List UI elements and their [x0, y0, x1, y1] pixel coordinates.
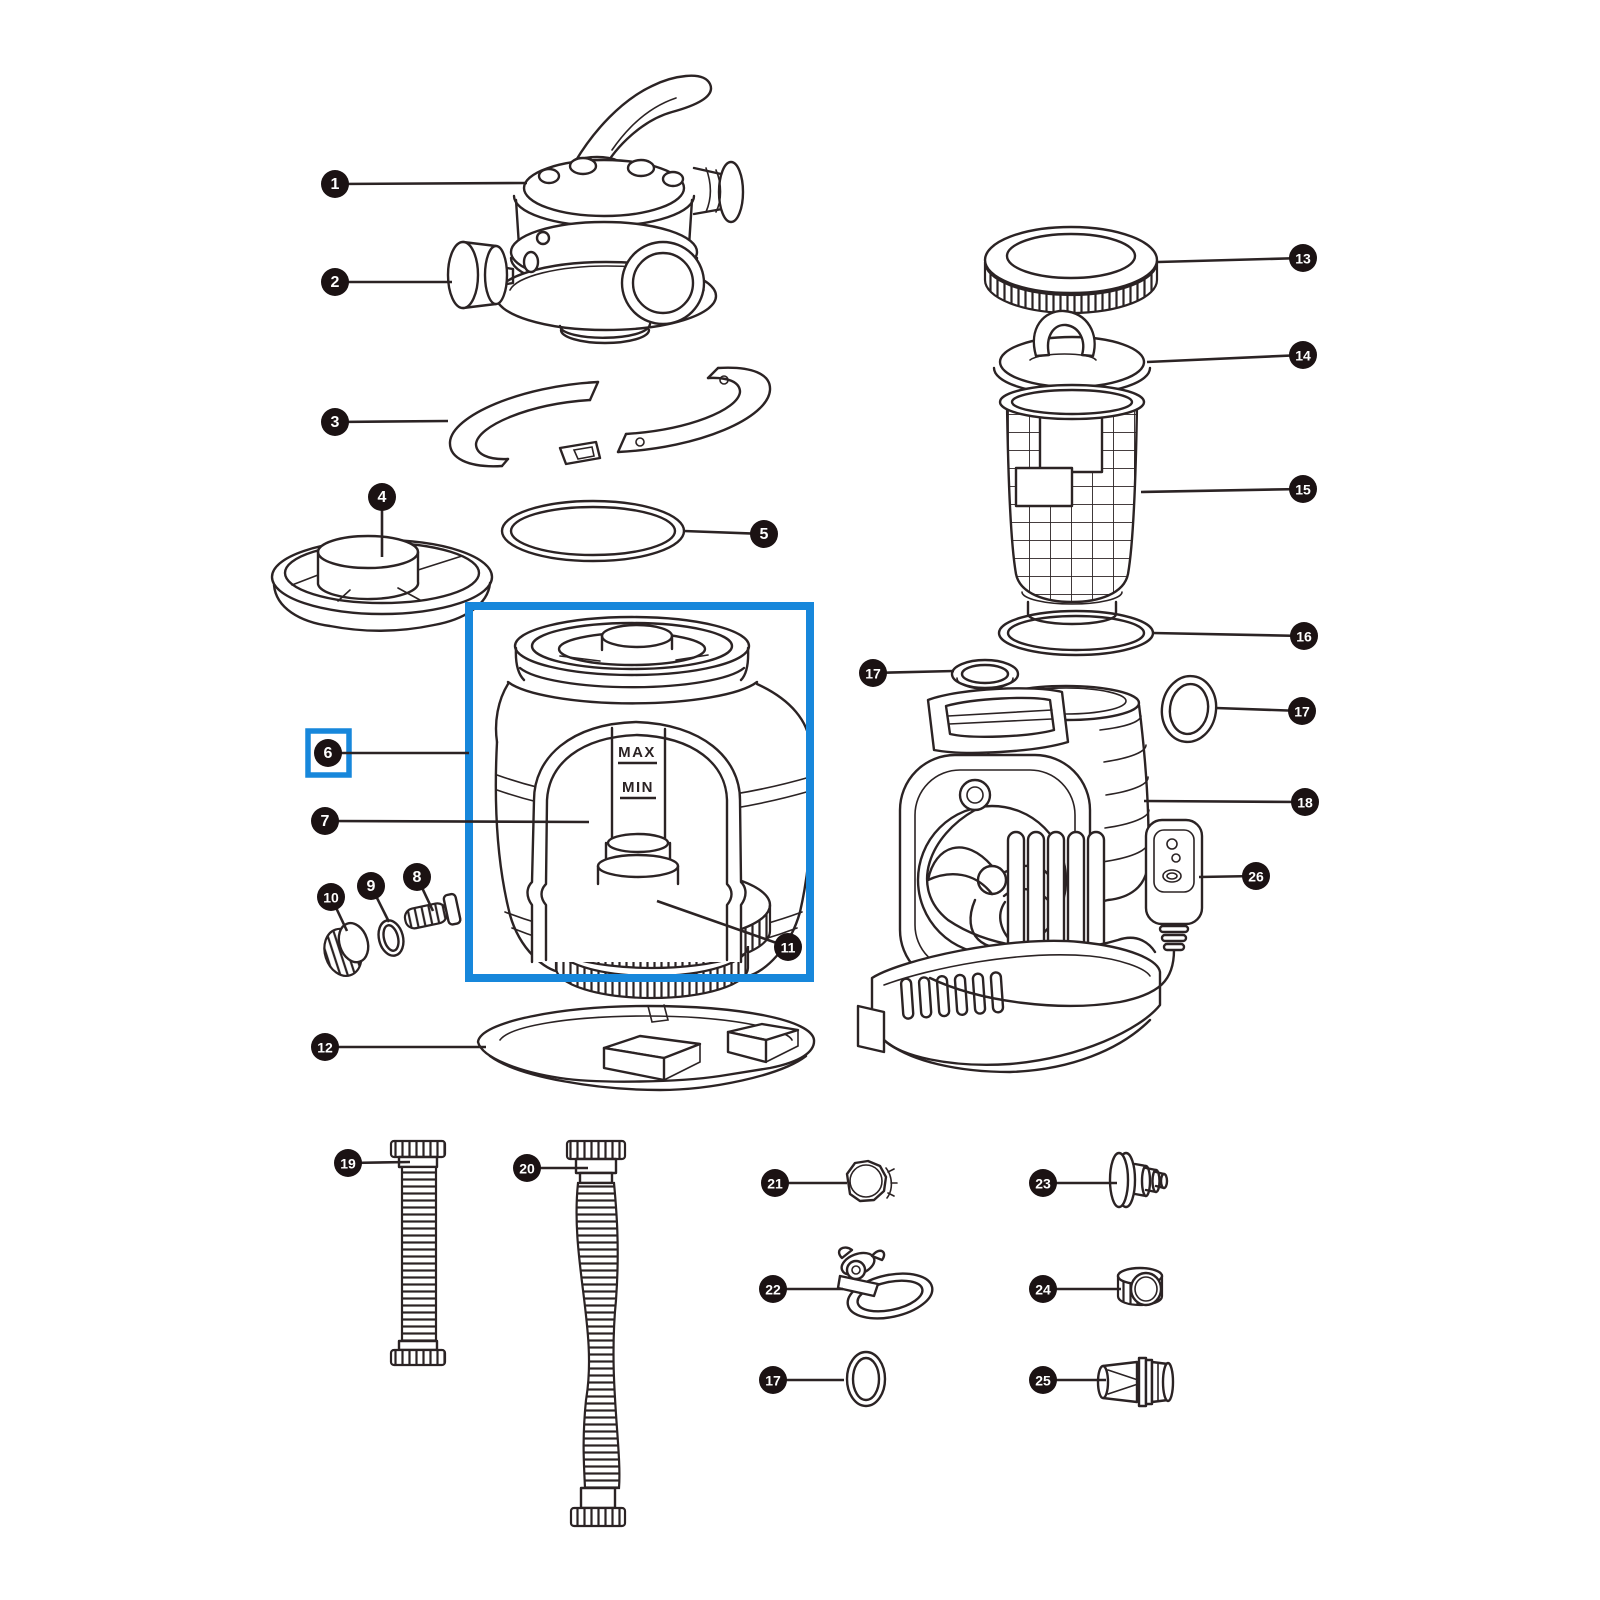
part-drawing-tank-oring — [997, 609, 1155, 657]
callout-number: 7 — [321, 813, 330, 830]
callout-badge-26[interactable]: 26 — [1242, 862, 1270, 890]
callout-badge-7[interactable]: 7 — [311, 807, 339, 835]
callout-number: 17 — [1294, 704, 1310, 720]
callout-number: 18 — [1297, 795, 1313, 811]
callout-number: 23 — [1035, 1176, 1051, 1192]
callout-number: 4 — [378, 489, 387, 506]
part-drawing-pump-base — [856, 939, 1162, 1074]
callout-number: 17 — [865, 666, 881, 682]
callout-number: 17 — [765, 1373, 781, 1389]
callout-number: 6 — [324, 745, 333, 762]
callout-badge-18[interactable]: 18 — [1291, 788, 1319, 816]
callout-number: 3 — [331, 414, 340, 431]
callout-badge-13[interactable]: 13 — [1289, 244, 1317, 272]
callout-number: 15 — [1295, 482, 1311, 498]
leader-line-18 — [1143, 799, 1306, 804]
leader-line-14 — [1146, 353, 1304, 364]
min-level-label: MIN — [622, 779, 654, 796]
part-drawing-filter-basket — [998, 383, 1146, 626]
callout-number: 11 — [781, 940, 796, 956]
leader-line-11 — [656, 899, 789, 949]
leader-line-17 — [1215, 706, 1303, 713]
callout-badge-17[interactable]: 17 — [1288, 697, 1316, 725]
callout-badge-21[interactable]: 21 — [761, 1169, 789, 1197]
part-drawing-pressure-relief-knob — [446, 240, 515, 310]
leader-line-7 — [324, 819, 590, 824]
callout-badge-15[interactable]: 15 — [1289, 475, 1317, 503]
callout-badge-5[interactable]: 5 — [750, 520, 778, 548]
leader-line-16 — [1152, 631, 1305, 638]
callout-badge-9[interactable]: 9 — [357, 872, 385, 900]
leader-line-13 — [1157, 256, 1304, 264]
callout-badge-22[interactable]: 22 — [759, 1275, 787, 1303]
part-drawing-hose-short — [389, 1139, 447, 1367]
callout-badge-19[interactable]: 19 — [334, 1149, 362, 1177]
part-drawing-inlet-cap — [845, 1159, 898, 1203]
part-drawing-strainer-connector — [1096, 1356, 1175, 1408]
callout-number: 26 — [1248, 869, 1264, 885]
callout-number: 9 — [367, 878, 376, 895]
callout-number: 12 — [317, 1040, 333, 1056]
max-level-label: MAX — [618, 744, 656, 761]
callout-badge-3[interactable]: 3 — [321, 408, 349, 436]
callout-badge-20[interactable]: 20 — [513, 1154, 541, 1182]
part-drawing-hose-clamp — [836, 1246, 934, 1320]
part-drawing-round-oring — [1160, 674, 1218, 744]
callout-number: 5 — [760, 526, 769, 543]
callout-number: 25 — [1035, 1373, 1051, 1389]
part-drawing-filter-tank: MAX MIN — [494, 615, 814, 1000]
callout-badge-4[interactable]: 4 — [368, 483, 396, 511]
leader-line-1 — [334, 181, 528, 186]
part-drawing-coupling-nut — [1116, 1266, 1164, 1307]
callout-badge-2[interactable]: 2 — [321, 268, 349, 296]
part-drawing-lock-ring — [983, 225, 1159, 315]
callout-badge-1[interactable]: 1 — [321, 170, 349, 198]
part-drawing-drain-plug-set — [323, 892, 462, 977]
part-drawing-gfci-power-plug — [928, 818, 1204, 1008]
callout-number: 8 — [413, 869, 422, 886]
callout-badge-12[interactable]: 12 — [311, 1033, 339, 1061]
part-drawing-base — [476, 1004, 816, 1092]
tank-selection-box[interactable] — [465, 602, 814, 982]
callout-badge-17[interactable]: 17 — [859, 659, 887, 687]
part-drawing-basket-lid — [992, 309, 1152, 396]
callout-badge-24[interactable]: 24 — [1029, 1275, 1057, 1303]
callout-number: 24 — [1035, 1282, 1051, 1298]
leader-line-15 — [1140, 487, 1304, 494]
part-drawing-flat-oring — [950, 658, 1020, 690]
part-drawing-hose-long — [565, 1139, 627, 1528]
callout-badge-25[interactable]: 25 — [1029, 1366, 1057, 1394]
part-drawing-lid-oring — [500, 499, 686, 563]
callout-badge-14[interactable]: 14 — [1289, 341, 1317, 369]
callout-badge-8[interactable]: 8 — [403, 863, 431, 891]
callout-number: 10 — [323, 890, 339, 906]
callout-badge-10[interactable]: 10 — [317, 883, 345, 911]
part-drawing-top-mount-valve — [494, 74, 745, 345]
part-drawing-bottom-oring — [845, 1350, 887, 1408]
callout-number: 1 — [331, 176, 340, 193]
part-drawing-clamp-ring-halves — [448, 366, 772, 468]
callout-number: 19 — [340, 1156, 356, 1172]
callout-badge-16[interactable]: 16 — [1290, 622, 1318, 650]
leader-line-3 — [334, 419, 449, 424]
part-drawing-drain-connector — [1108, 1151, 1169, 1209]
callout-number: 2 — [331, 274, 340, 291]
callout-number: 13 — [1295, 251, 1311, 267]
callout-number: 20 — [519, 1161, 535, 1177]
callout-number: 22 — [765, 1282, 781, 1298]
callout-number: 21 — [767, 1176, 783, 1192]
callout-badge-17[interactable]: 17 — [759, 1366, 787, 1394]
callout-badge-23[interactable]: 23 — [1029, 1169, 1057, 1197]
callout-badge-11[interactable]: 11 — [774, 933, 802, 961]
callout-badge-6[interactable]: 6 — [314, 739, 342, 767]
callout-number: 16 — [1296, 629, 1312, 645]
callout-number: 14 — [1295, 348, 1311, 364]
